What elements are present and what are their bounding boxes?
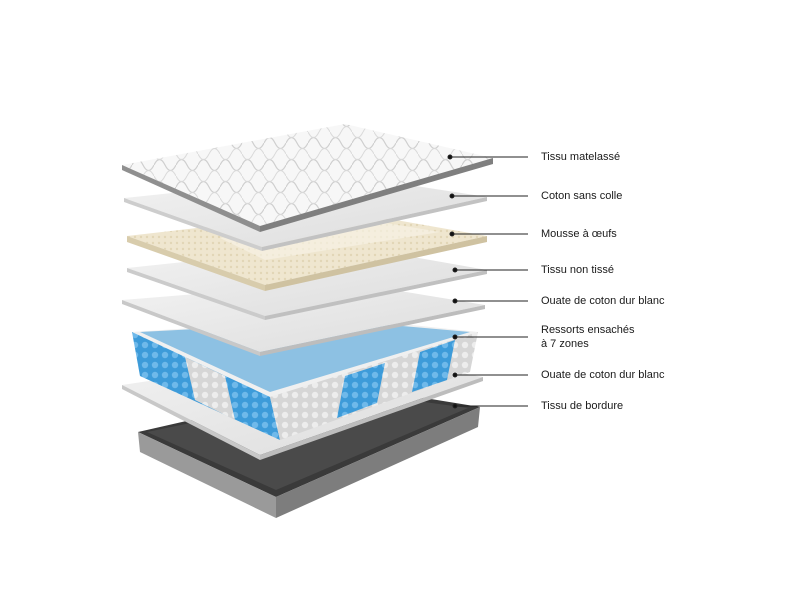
label-ressorts-line2: à 7 zones (541, 338, 589, 350)
label-ouate-2: Ouate de coton dur blanc (541, 369, 665, 381)
label-tissu-bordure: Tissu de bordure (541, 400, 624, 412)
label-coton-sans-colle: Coton sans colle (541, 190, 623, 202)
label-tissu-matelasse: Tissu matelassé (541, 151, 621, 163)
layer-tissu-matelasse (122, 124, 493, 232)
label-ressorts-line1: Ressorts ensachés (541, 324, 635, 336)
label-ouate-1: Ouate de coton dur blanc (541, 295, 665, 307)
label-ressorts: Ressorts ensachés à 7 zones (541, 323, 635, 351)
label-tissu-non-tisse: Tissu non tissé (541, 264, 614, 276)
label-mousse-a-oeufs: Mousse à œufs (541, 228, 617, 240)
leader-lines (447, 154, 528, 409)
